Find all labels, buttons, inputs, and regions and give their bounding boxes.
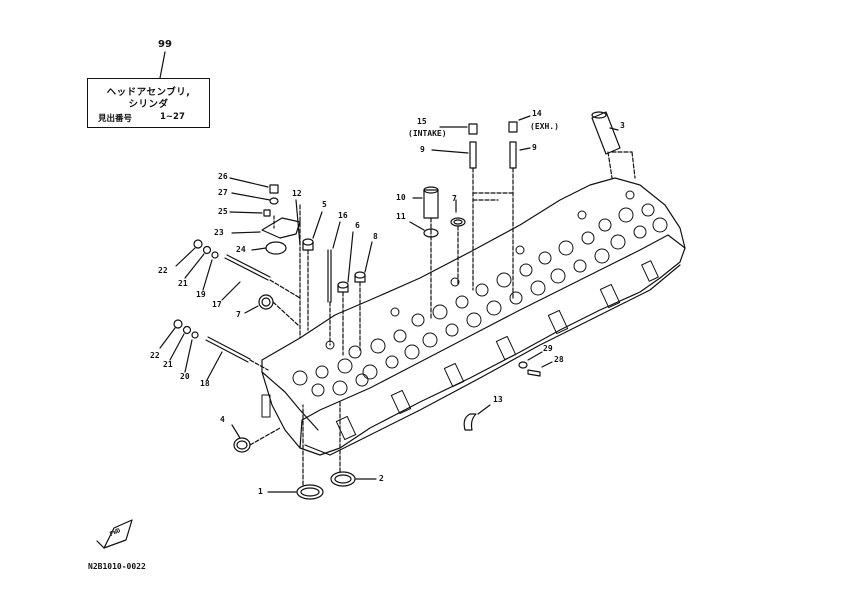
callout-25: 25: [218, 207, 228, 216]
callout-29: 29: [543, 344, 553, 353]
title-box: ヘッドアセンブリ, シリンダ 見出番号 1~27: [87, 78, 210, 128]
callout-15: 15: [417, 117, 427, 126]
callout-3: 3: [620, 121, 625, 130]
title-line-2: シリンダ: [128, 99, 169, 110]
intake-label: (INTAKE): [408, 129, 447, 138]
callout-18: 18: [200, 379, 210, 388]
callout-21-top: 21: [178, 279, 188, 288]
callout-2: 2: [379, 474, 384, 483]
front-arrow-icon: [103, 519, 133, 549]
callout-13: 13: [493, 395, 503, 404]
callout-17: 17: [212, 300, 222, 309]
callout-26: 26: [218, 172, 228, 181]
callout-19: 19: [196, 290, 206, 299]
index-range: 1~27: [160, 112, 185, 122]
callout-12: 12: [292, 189, 302, 198]
drawing-code: N2B1010-0022: [88, 562, 146, 571]
callout-14: 14: [532, 109, 542, 118]
assembly-number: 99: [158, 39, 172, 50]
callout-8: 8: [373, 232, 378, 241]
callout-22-bottom: 22: [150, 351, 160, 360]
callout-10: 10: [396, 193, 406, 202]
callout-7-left: 7: [236, 310, 241, 319]
callout-24: 24: [236, 245, 246, 254]
leader-99: [159, 51, 166, 79]
callout-28: 28: [554, 355, 564, 364]
callout-22-top: 22: [158, 266, 168, 275]
callout-16: 16: [338, 211, 348, 220]
callout-20: 20: [180, 372, 190, 381]
callout-21-bottom: 21: [163, 360, 173, 369]
callout-11: 11: [396, 212, 406, 221]
callout-6: 6: [355, 221, 360, 230]
callout-9-exh: 9: [532, 143, 537, 152]
exh-label: (EXH.): [530, 122, 559, 131]
callout-5: 5: [322, 200, 327, 209]
title-line-1: ヘッドアセンブリ,: [106, 87, 191, 98]
index-label: 見出番号: [98, 114, 133, 124]
callout-27: 27: [218, 188, 228, 197]
callout-4: 4: [220, 415, 225, 424]
callout-1: 1: [258, 487, 263, 496]
callout-9-intake: 9: [420, 145, 425, 154]
callout-7-top: 7: [452, 194, 457, 203]
callout-23: 23: [214, 228, 224, 237]
